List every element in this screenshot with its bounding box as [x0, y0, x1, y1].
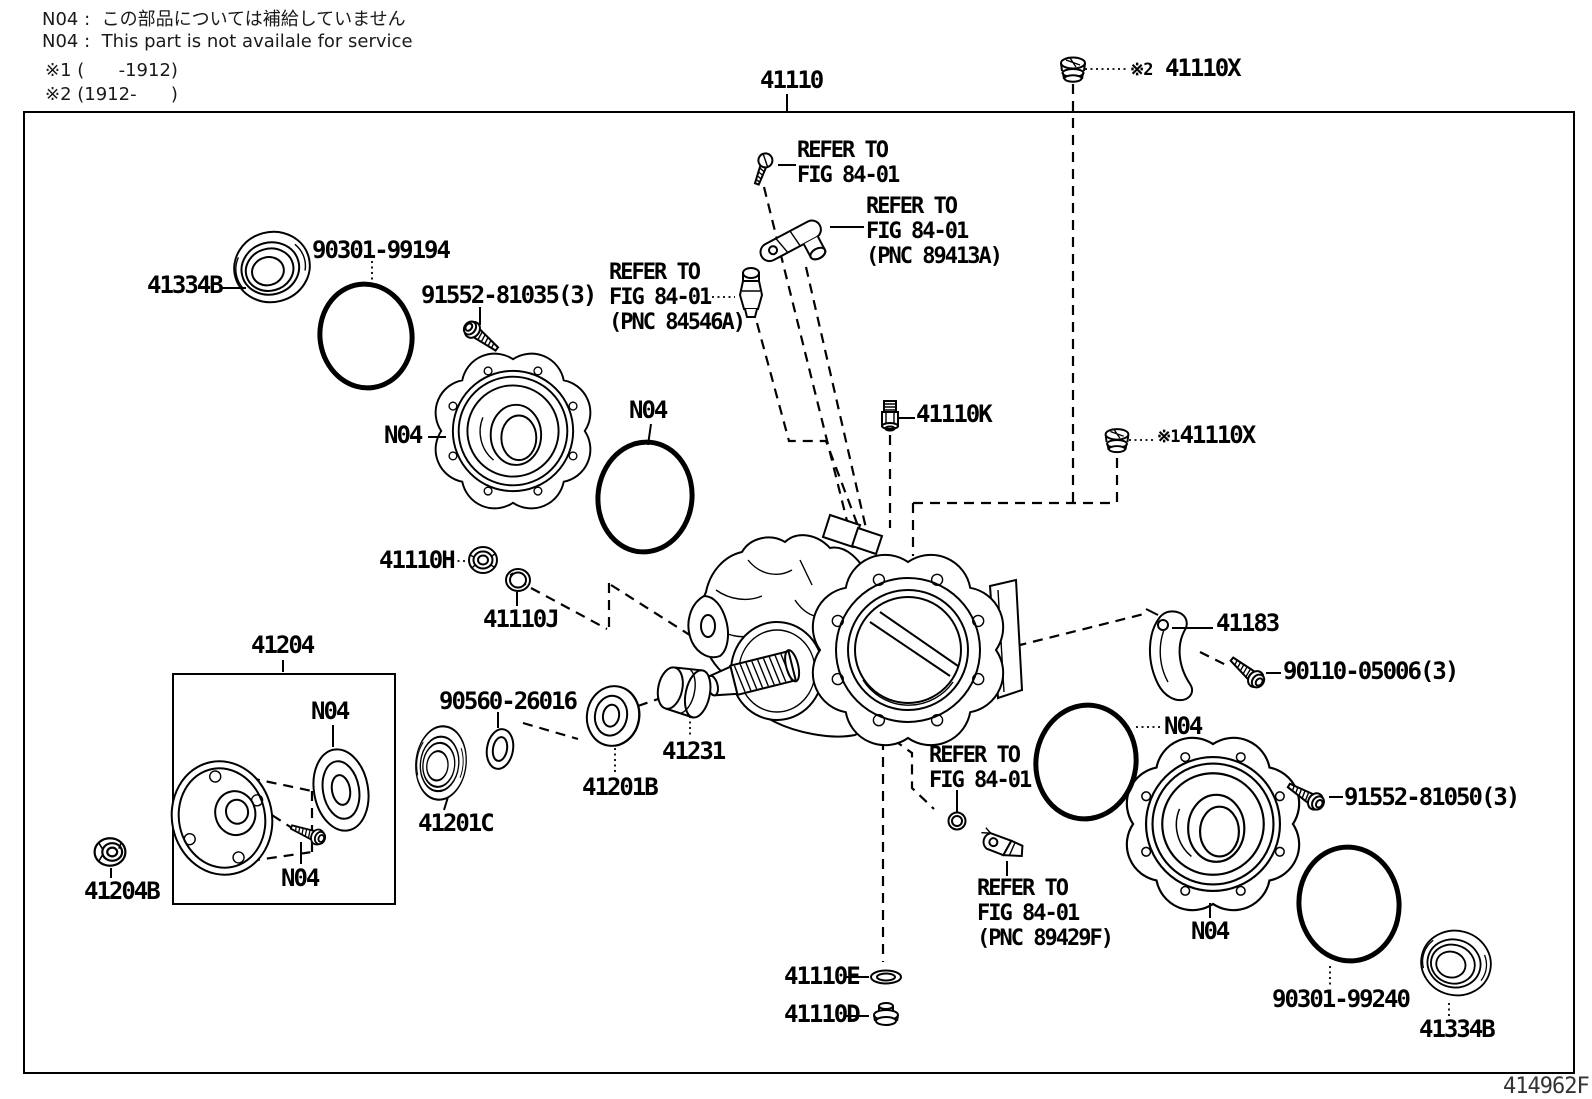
o-ring-90301-99240 — [1296, 844, 1402, 964]
nut-41204B — [93, 837, 127, 867]
sensor-boss — [850, 526, 884, 556]
part-label-N04-disc: N04 — [311, 697, 350, 725]
oil-seal-41334B-left — [225, 222, 319, 312]
note-jp: N04 : この部品については補給していません — [42, 9, 406, 30]
note-star2: ※2 (1912- ) — [45, 84, 178, 105]
washer-90560-26016 — [485, 728, 515, 770]
part-label-41201C: 41201C — [418, 809, 495, 837]
screw-refer-fig8401 — [753, 152, 774, 186]
bolt-90110-05006 — [1225, 651, 1269, 693]
part-label-41110K: 41110K — [916, 400, 993, 428]
cover-right-N04 — [1125, 736, 1301, 912]
oil-seal-41201C — [411, 722, 471, 804]
breather-plug-41110K — [881, 400, 899, 432]
mounting-arm — [687, 594, 729, 659]
part-label-41204: 41204 — [251, 631, 315, 659]
bolt-91552-81035 — [459, 316, 504, 357]
gasket-41110E — [870, 969, 902, 985]
figure-code: 414962F — [1503, 1074, 1590, 1099]
part-label-90110-05006: 90110-05006(3) — [1283, 657, 1459, 685]
sub-assembly-box-41204 — [172, 673, 396, 905]
differential-carrier-housing — [687, 513, 1024, 747]
part-label-N04-oring-right: N04 — [1164, 712, 1203, 740]
part-label-90301-99240: 90301-99240 — [1272, 985, 1411, 1013]
bearing-41201B — [585, 685, 641, 747]
part-label-91552-81035: 91552-81035(3) — [421, 281, 597, 309]
splined-shaft — [706, 649, 801, 697]
disc-N04 — [312, 748, 370, 832]
drain-plug-41110D — [873, 1002, 899, 1026]
part-label-41334B-left: 41334B — [147, 271, 224, 299]
part-label-41110E: 41110E — [784, 962, 861, 990]
part-label-41110H: 41110H — [379, 546, 456, 574]
part-label-41110X-star2: ※2 41110X — [1130, 54, 1242, 82]
part-label-90560-26016: 90560-26016 — [439, 687, 578, 715]
ring-refer-fig8401 — [947, 811, 967, 831]
collar-41231 — [656, 666, 712, 719]
star2-prefix: ※2 — [1130, 60, 1154, 80]
bolt-N04 — [287, 818, 329, 848]
sensor-89413A — [759, 219, 827, 263]
part-label-41334B-right: 41334B — [1419, 1015, 1496, 1043]
star1-prefix: ※1 — [1157, 427, 1181, 447]
part-label-41183: 41183 — [1216, 609, 1280, 637]
nut-41110H — [468, 546, 498, 574]
part-label-N04-cover-right: N04 — [1191, 917, 1230, 945]
ring-41110J — [505, 568, 531, 592]
part-label-N04-oring-center: N04 — [629, 396, 668, 424]
o-ring-N04-center — [595, 439, 695, 555]
oil-seal-41334B-right — [1413, 922, 1499, 1004]
sensor-84546A — [738, 267, 764, 318]
part-label-90301-99194: 90301-99194 — [312, 236, 451, 264]
part-label-N04-bolt: N04 — [281, 864, 320, 892]
part-label-N04-cover-left: N04 — [384, 421, 423, 449]
part-label-41110D: 41110D — [784, 1000, 861, 1028]
cover-left-N04 — [434, 352, 592, 510]
assembly-dashed-lines — [249, 84, 1231, 962]
o-ring-90301-99194 — [317, 281, 415, 391]
note-en: N04 : This part is not availale for serv… — [42, 31, 413, 52]
part-label-41201B: 41201B — [582, 773, 659, 801]
leader-lines — [110, 68, 1450, 1017]
plug-41110X-star1 — [1104, 428, 1130, 454]
sensor-89429F — [981, 827, 1024, 858]
plug-41110X-star2 — [1060, 56, 1086, 83]
companion-flange-41204 — [170, 760, 274, 876]
note-star1: ※1 ( -1912) — [45, 60, 178, 81]
part-label-41204B: 41204B — [84, 877, 161, 905]
part-label-41110X-star1: ※141110X — [1157, 421, 1256, 449]
rear-flange — [811, 553, 1005, 747]
shift-fork-41183 — [1145, 608, 1194, 702]
part-label-41231: 41231 — [662, 737, 726, 765]
part-label-91552-81050: 91552-81050(3) — [1344, 783, 1520, 811]
part-label-41110: 41110 — [760, 66, 824, 94]
part-label-41110J: 41110J — [483, 605, 560, 633]
o-ring-N04-right — [1033, 702, 1139, 822]
diagram-border — [23, 111, 1575, 1074]
